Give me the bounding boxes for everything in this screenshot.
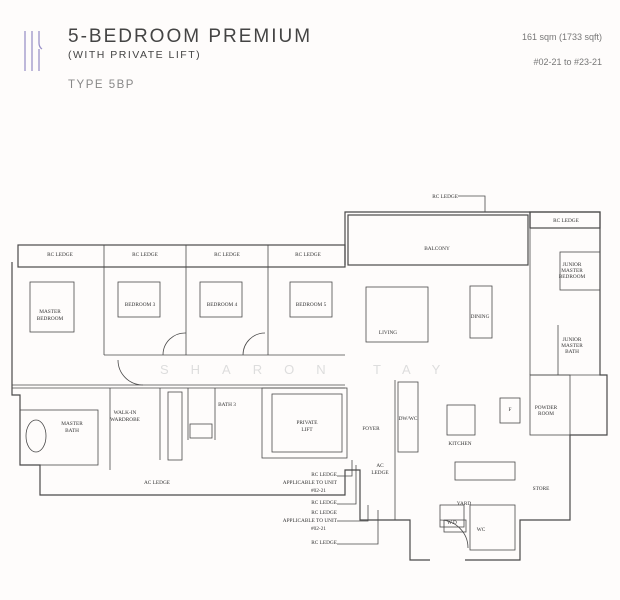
label-yard: YARD xyxy=(457,501,472,507)
label-private-lift: LIFT xyxy=(301,427,313,433)
label-rc-ledge: RC LEDGE xyxy=(311,472,337,478)
label-rc-ledge: RC LEDGE xyxy=(214,252,240,258)
label-junior-master-bath: JUNIOR xyxy=(563,337,582,343)
label-balcony: BALCONY xyxy=(424,246,450,252)
label-walk-in-wardrobe: WARDROBE xyxy=(110,417,140,423)
label-private-lift: PRIVATE xyxy=(296,420,317,426)
label-rc-ledge: RC LEDGE xyxy=(311,540,337,546)
label-walk-in-wardrobe: WALK-IN xyxy=(114,410,137,416)
label-applicable: APPLICABLE TO UNIT xyxy=(283,518,338,524)
label-junior-master-bath: MASTER xyxy=(561,343,583,349)
unit-type: TYPE 5BP xyxy=(68,79,135,91)
unit-subtitle: (WITH PRIVATE LIFT) xyxy=(68,49,202,61)
label-ac-ledge: AC xyxy=(376,463,384,469)
label-junior-master-bath: BATH xyxy=(565,349,579,355)
label-junior-master-bedroom: MASTER xyxy=(561,268,583,274)
label-powder-room: ROOM xyxy=(538,411,554,417)
label-rc-ledge: RC LEDGE xyxy=(47,252,73,258)
label-master-bath: MASTER xyxy=(61,421,83,427)
label-bedroom-5: BEDROOM 5 xyxy=(296,302,327,308)
label-powder-room: POWDER xyxy=(535,405,558,411)
label-foyer: FOYER xyxy=(362,426,380,432)
label-dining: DINING xyxy=(471,314,490,320)
label-master-bedroom: MASTER xyxy=(39,309,61,315)
label-ac-ledge: LEDGE xyxy=(371,470,388,476)
unit-title: 5-BEDROOM PREMIUM xyxy=(68,26,313,47)
walls xyxy=(11,195,608,561)
brand-logo-icon xyxy=(24,31,43,71)
label-master-bath: BATH xyxy=(65,428,79,434)
label-junior-master-bedroom: JUNIOR xyxy=(563,262,582,268)
label-wc: WC xyxy=(477,527,486,533)
label-fridge: F xyxy=(509,407,512,413)
label-rc-ledge: RC LEDGE xyxy=(311,500,337,506)
label-rc-ledge: RC LEDGE xyxy=(553,218,579,224)
label-bedroom-3: BEDROOM 3 xyxy=(125,302,156,308)
label-ac-ledge: AC LEDGE xyxy=(144,480,170,486)
label-junior-master-bedroom: BEDROOM xyxy=(559,274,586,280)
label-dw: DW/WC xyxy=(399,416,418,422)
unit-numbers: #02-21 to #23-21 xyxy=(533,57,602,67)
label-rc-ledge: RC LEDGE xyxy=(432,194,458,200)
label-bedroom-4: BEDROOM 4 xyxy=(207,302,238,308)
label-rc-ledge: RC LEDGE xyxy=(311,510,337,516)
label-rc-ledge: RC LEDGE xyxy=(132,252,158,258)
watermark: SHARON TAY xyxy=(160,362,462,377)
room-labels: RC LEDGE RC LEDGE RC LEDGE RC LEDGE RC L… xyxy=(37,194,586,546)
label-applicable: APPLICABLE TO UNIT xyxy=(283,480,338,486)
label-unit: #02-21 xyxy=(311,526,326,532)
unit-area: 161 sqm (1733 sqft) xyxy=(521,32,602,42)
label-living: LIVING xyxy=(379,330,397,336)
label-unit: #02-21 xyxy=(311,488,326,494)
label-store: STORE xyxy=(533,486,550,492)
label-rc-ledge: RC LEDGE xyxy=(295,252,321,258)
label-bath-3: BATH 3 xyxy=(218,402,236,408)
label-wd: W.D xyxy=(447,520,457,526)
label-master-bedroom: BEDROOM xyxy=(37,316,64,322)
label-kitchen: KITCHEN xyxy=(448,441,471,447)
